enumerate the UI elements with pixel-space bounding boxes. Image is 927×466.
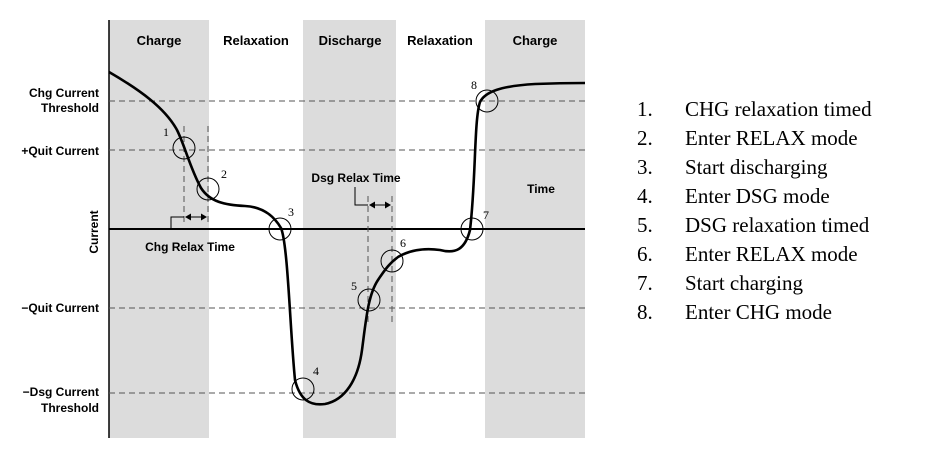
event-marker-7: [460, 217, 484, 241]
legend-text: Enter DSG mode: [685, 184, 830, 208]
phase-label-relaxation-1: Relaxation: [223, 33, 289, 48]
chg-threshold-label-line1: Chg Current: [29, 86, 99, 100]
phase-label-discharge: Discharge: [319, 33, 382, 48]
event-marker-1: [172, 136, 196, 160]
legend-number: 5.: [637, 213, 653, 237]
legend-number: 3.: [637, 155, 653, 179]
legend-text: Enter RELAX mode: [685, 242, 858, 266]
event-marker-5: [357, 288, 381, 312]
legend-number: 2.: [637, 126, 653, 150]
plus-quit-label: +Quit Current: [21, 144, 99, 158]
legend-item: 6. Enter RELAX mode: [637, 240, 872, 269]
legend-item: 1. CHG relaxation timed: [637, 95, 872, 124]
chg-relax-bracket: [170, 216, 184, 229]
legend-item: 2. Enter RELAX mode: [637, 124, 872, 153]
event-marker-3: [268, 217, 292, 241]
legend-item: 7. Start charging: [637, 269, 872, 298]
dsg-relax-time-label: Dsg Relax Time: [311, 171, 400, 185]
minus-quit-label: −Quit Current: [21, 301, 99, 315]
phase-label-charge-2: Charge: [513, 33, 558, 48]
dsg-threshold-label-line1: −Dsg Current: [23, 385, 99, 399]
y-axis-title: Current: [87, 210, 101, 253]
legend-number: 1.: [637, 97, 653, 121]
event-number-6: 6: [400, 236, 406, 250]
event-marker-8: [475, 89, 499, 113]
legend-item: 4. Enter DSG mode: [637, 182, 872, 211]
phase-label-relaxation-2: Relaxation: [407, 33, 473, 48]
legend-number: 8.: [637, 300, 653, 324]
legend-number: 4.: [637, 184, 653, 208]
chg-relax-time-label: Chg Relax Time: [145, 240, 235, 254]
legend-text: Start charging: [685, 271, 804, 295]
event-marker-6: [380, 249, 404, 273]
event-marker-2: [196, 177, 220, 201]
event-marker-4: [291, 377, 315, 401]
chg-relax-arrowhead-left: [185, 213, 191, 221]
event-number-8: 8: [471, 78, 477, 92]
event-number-7: 7: [483, 208, 489, 222]
legend-text: DSG relaxation timed: [685, 213, 870, 237]
legend-text: Start discharging: [685, 155, 828, 179]
chg-threshold-label-line2: Threshold: [41, 101, 99, 115]
legend-number: 6.: [637, 242, 653, 266]
legend-number: 7.: [637, 271, 653, 295]
legend-text: Enter CHG mode: [685, 300, 832, 324]
dsg-threshold-label-line2: Threshold: [41, 401, 99, 415]
event-legend: 1. CHG relaxation timed 2. Enter RELAX mod…: [637, 95, 872, 327]
legend-text: CHG relaxation timed: [685, 97, 872, 121]
dsg-relax-bracket: [354, 187, 368, 206]
phase-label-charge-1: Charge: [137, 33, 182, 48]
legend-item: 5. DSG relaxation timed: [637, 211, 872, 240]
x-axis-title: Time: [527, 182, 555, 196]
legend-item: 8. Enter CHG mode: [637, 298, 872, 327]
event-number-4: 4: [313, 364, 319, 378]
dsg-relax-arrowhead-left: [369, 201, 375, 209]
dsg-relax-arrowhead-right: [385, 201, 391, 209]
event-number-2: 2: [221, 167, 227, 181]
event-number-5: 5: [351, 279, 357, 293]
current-curve: [108, 70, 586, 406]
chg-relax-arrowhead-right: [201, 213, 207, 221]
event-number-3: 3: [288, 205, 294, 219]
legend-item: 3. Start discharging: [637, 153, 872, 182]
legend-text: Enter RELAX mode: [685, 126, 858, 150]
event-number-1: 1: [163, 125, 169, 139]
